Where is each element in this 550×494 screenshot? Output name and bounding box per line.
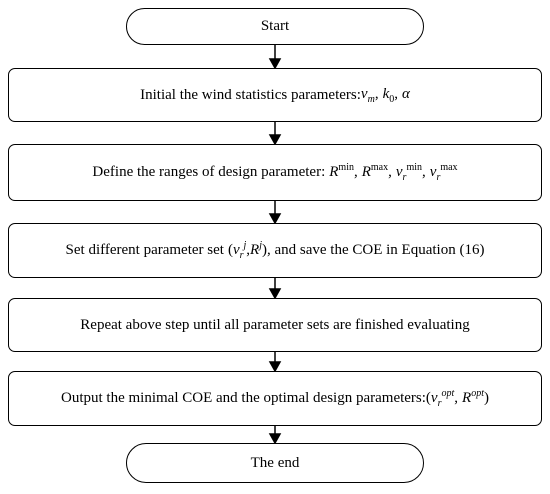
end-label: The end [250,454,300,471]
arrowhead-2 [268,134,282,146]
step4-label: Repeat above step until all parameter se… [80,316,470,333]
end-terminal: The end [126,443,424,483]
step1-text: Initial the wind statistics parameters: [140,86,361,103]
step3-text-b: , and save the COE in Equation (16) [267,242,485,258]
step1-formula: vm,k0,α [360,85,410,105]
process-repeat-evaluation: Repeat above step until all parameter se… [8,298,542,352]
step5-text: Output the minimal COE and the optimal d… [61,390,426,406]
arrowhead-5 [268,361,282,373]
step3-text-a: Set different parameter set [65,242,224,258]
step2-formula: Rmin,Rmax,vrmin,vrmax [329,162,458,183]
start-terminal: Start [126,8,424,45]
process-define-ranges: Define the ranges of design parameter: R… [8,144,542,201]
process-set-parameter-set: Set different parameter set (vrj,Rj) , a… [8,223,542,278]
arrowhead-1 [268,58,282,70]
step3-formula: (vrj,Rj) [227,240,267,261]
process-initial-wind-statistics: Initial the wind statistics parameters: … [8,68,542,122]
process-output-optimal: Output the minimal COE and the optimal d… [8,371,542,426]
start-label: Start [260,18,290,34]
arrowhead-4 [268,288,282,300]
step2-text: Define the ranges of design parameter: [92,164,326,180]
step5-formula: (vropt,Ropt) [425,388,489,409]
arrowhead-3 [268,213,282,225]
arrowhead-6 [268,433,282,445]
